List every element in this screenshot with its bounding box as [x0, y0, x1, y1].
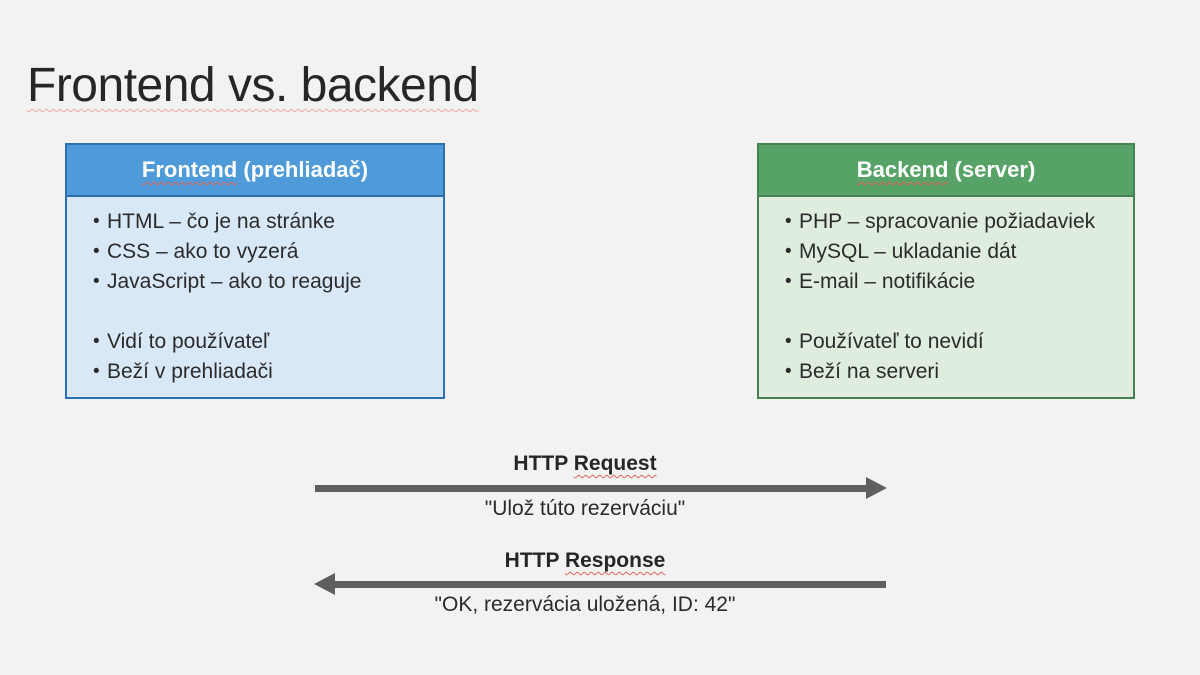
backend-bullets-bottom: Používateľ to nevidí Beží na serveri: [759, 327, 1123, 387]
backend-box-title-word: Backend: [856, 157, 949, 182]
http-response-label: HTTP Response: [300, 549, 870, 573]
http-request-label-plain: HTTP: [513, 452, 574, 475]
http-response-label-word: Response: [564, 549, 666, 572]
slide-title: Frontend vs. backend: [27, 59, 479, 113]
frontend-bullets-top: HTML – čo je na stránke CSS – ako to vyz…: [67, 207, 433, 297]
backend-box: Backend (server) PHP – spracovanie požia…: [757, 143, 1135, 399]
bullet-item: Beží v prehliadači: [67, 357, 433, 387]
bullet-item: E-mail – notifikácie: [759, 267, 1123, 297]
bullet-item: MySQL – ukladanie dát: [759, 237, 1123, 267]
frontend-box: Frontend (prehliadač) HTML – čo je na st…: [65, 143, 445, 399]
backend-box-body: PHP – spracovanie požiadaviek MySQL – uk…: [757, 197, 1135, 399]
http-response-caption: "OK, rezervácia uložená, ID: 42": [434, 593, 736, 616]
http-request-label-word: Request: [573, 452, 657, 475]
bullet-item: JavaScript – ako to reaguje: [67, 267, 433, 297]
http-request-caption: "Ulož túto rezerváciu": [484, 497, 686, 520]
bullet-item: CSS – ako to vyzerá: [67, 237, 433, 267]
bullet-item: Beží na serveri: [759, 357, 1123, 387]
http-request-arrow-shaft: [315, 485, 867, 492]
backend-bullets-top: PHP – spracovanie požiadaviek MySQL – uk…: [759, 207, 1123, 297]
backend-box-header: Backend (server): [757, 143, 1135, 197]
bullet-item: Vidí to používateľ: [67, 327, 433, 357]
frontend-box-header: Frontend (prehliadač): [65, 143, 445, 197]
http-request-label: HTTP Request: [300, 452, 870, 476]
bullet-item: HTML – čo je na stránke: [67, 207, 433, 237]
arrow-left-icon: [314, 573, 335, 595]
arrow-right-icon: [866, 477, 887, 499]
http-response-label-plain: HTTP: [504, 549, 565, 572]
backend-box-title-suffix: (server): [948, 157, 1036, 182]
frontend-box-title-suffix: (prehliadač): [237, 157, 369, 182]
frontend-box-title-word: Frontend: [141, 157, 238, 182]
bullet-item: PHP – spracovanie požiadaviek: [759, 207, 1123, 237]
frontend-box-body: HTML – čo je na stránke CSS – ako to vyz…: [65, 197, 445, 399]
frontend-bullets-bottom: Vidí to používateľ Beží v prehliadači: [67, 327, 433, 387]
http-response-arrow-shaft: [335, 581, 886, 588]
bullet-item: Používateľ to nevidí: [759, 327, 1123, 357]
